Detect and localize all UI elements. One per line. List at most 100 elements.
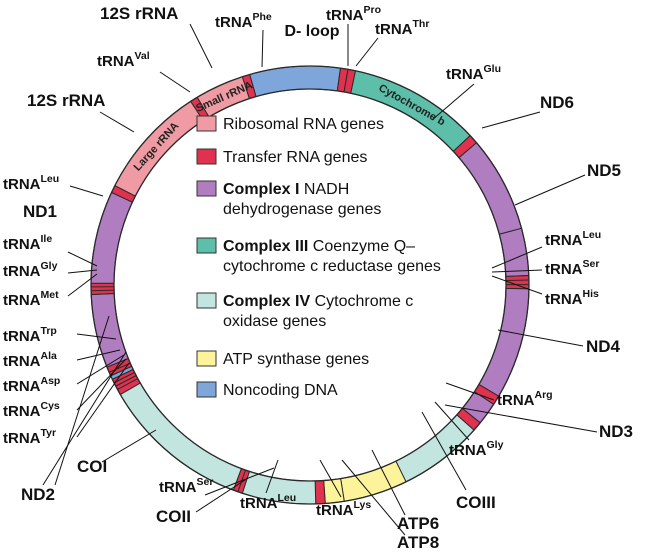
leader-line — [195, 477, 249, 513]
label-trna-his: tRNAHis — [545, 288, 599, 308]
leader-line — [445, 382, 495, 401]
leader-line — [204, 467, 275, 496]
atp8-segment — [323, 478, 345, 505]
label-trna-ser-right: tRNASer — [545, 258, 599, 278]
leader-line — [341, 459, 406, 536]
label-trna-tyr: tRNATyr — [3, 427, 56, 447]
leader-line — [99, 111, 135, 133]
leader-line — [481, 111, 541, 129]
leader-line — [491, 275, 543, 295]
legend-label-complex3-line2: cytochrome c reductase genes — [223, 258, 441, 275]
leader-line — [371, 449, 406, 516]
leader-line — [497, 329, 584, 347]
label-trna-gly-right: tRNAGly — [449, 439, 504, 459]
label-trna-met: tRNAMet — [3, 289, 59, 309]
label-12s-rrna-top: 12S rRNA — [100, 4, 178, 23]
leader-line — [319, 459, 342, 498]
leader-line — [76, 354, 125, 385]
nd6-segment — [458, 142, 523, 235]
label-trna-cys: tRNACys — [3, 400, 60, 420]
label-trna-val: tRNAVal — [97, 50, 150, 70]
label-trna-glu: tRNAGlu — [446, 63, 501, 83]
label-trna-asp: tRNAAsp — [3, 375, 60, 395]
dloop-label: D- loop — [284, 23, 339, 40]
ring-inner-edge — [113, 88, 507, 482]
leader-line — [421, 411, 467, 491]
label-trna-leu-bottom: tRNALeu — [240, 492, 296, 512]
leader-line — [189, 23, 213, 69]
label-trna-ser-bottom: tRNASer — [159, 476, 213, 496]
leader-line — [101, 429, 157, 463]
label-trna-leu-right: tRNALeu — [545, 229, 601, 249]
legend-swatch-trna — [196, 148, 217, 165]
leader-line — [69, 185, 104, 197]
legend-label-complex1-line2: dehydrogenase genes — [223, 201, 381, 218]
label-trna-ala: tRNAAla — [3, 350, 57, 370]
label-trna-leu-left: tRNALeu — [3, 173, 59, 193]
legend-label-complex4-line2: oxidase genes — [223, 313, 326, 330]
leader-line — [491, 246, 543, 269]
legend-swatch-complex1 — [196, 180, 217, 197]
leader-line — [67, 251, 98, 267]
leader-line — [54, 315, 110, 486]
leader-line — [514, 174, 586, 206]
label-trna-thr: tRNAThr — [375, 18, 429, 38]
leader-line — [444, 404, 598, 433]
leader-lines — [42, 23, 598, 536]
label-coiii: COIII — [456, 493, 496, 512]
label-coii: COII — [156, 507, 191, 526]
trna-lys-band — [314, 479, 326, 505]
label-nd1: ND1 — [23, 202, 57, 221]
label-nd6: ND6 — [540, 93, 574, 112]
label-trna-arg: tRNAArg — [497, 389, 553, 409]
leader-line — [76, 362, 130, 438]
legend-label-trna: Transfer RNA genes — [223, 149, 367, 166]
label-trna-phe: tRNAPhe — [215, 11, 272, 31]
legend-label-rrna: Ribosomal RNA genes — [223, 116, 384, 133]
trna-divider — [505, 279, 529, 282]
coi-segment — [119, 382, 243, 491]
label-nd4: ND4 — [586, 337, 621, 356]
leader-line — [76, 358, 127, 411]
leader-line — [434, 401, 470, 441]
leader-line — [261, 29, 264, 68]
leader-line — [431, 83, 475, 121]
label-coi: COI — [77, 457, 107, 476]
legend-swatch-complex3 — [196, 237, 217, 254]
trna-divider — [91, 289, 115, 292]
genome-ring — [90, 65, 530, 505]
trna-divider — [117, 378, 138, 390]
label-atp8: ATP8 — [397, 533, 439, 552]
trna-met-band — [90, 282, 115, 296]
legend-label-atp: ATP synthase genes — [223, 351, 369, 368]
legend-label-complex4: Complex IV Cytochrome c — [223, 293, 413, 310]
legend-label-complex1: Complex I NADH — [223, 181, 349, 198]
leader-line — [76, 333, 117, 340]
legend-swatch-complex4 — [196, 292, 217, 309]
label-trna-gly-left: tRNAGly — [3, 260, 58, 280]
legend-swatch-atp — [196, 350, 217, 367]
leader-line — [355, 37, 379, 67]
leader-line — [42, 351, 127, 486]
leader-line — [265, 459, 279, 494]
leader-line — [67, 269, 98, 274]
legend-swatch-rrna — [196, 115, 217, 132]
label-atp6: ATP6 — [397, 514, 439, 533]
leader-line — [76, 349, 121, 361]
label-nd2: ND2 — [21, 485, 55, 504]
leader-line — [159, 71, 191, 93]
label-trna-trp: tRNATrp — [3, 325, 57, 345]
label-nd5: ND5 — [587, 161, 621, 180]
leader-line — [491, 269, 543, 273]
nd1-segment — [90, 191, 134, 284]
legend-label-complex3: Complex III Coenzyme Q– — [223, 238, 415, 255]
legend-swatch-noncoding — [196, 381, 217, 398]
label-trna-lys: tRNALys — [316, 499, 371, 519]
label-trna-ile: tRNAIle — [3, 233, 52, 253]
label-nd3: ND3 — [599, 422, 633, 441]
label-12s-rrna-left: 12S rRNA — [27, 91, 105, 110]
label-trna-pro: tRNAPro — [326, 4, 381, 24]
